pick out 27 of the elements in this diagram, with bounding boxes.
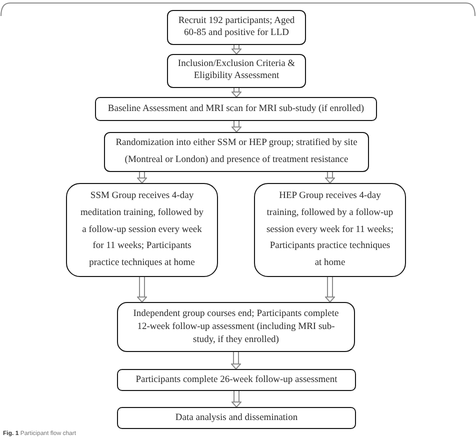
step-text: HEP Group receives 4-day training, followed by a follow-up session every week for 11 weeks; Participants practice techniques at home: [266, 190, 394, 270]
process-box: [167, 54, 306, 88]
step-text: Recruit 192 participants; Aged 60-85 and positive for LLD: [177, 16, 296, 40]
arrow: [137, 277, 147, 302]
process-box: [95, 97, 377, 121]
arrow: [232, 391, 242, 408]
step-text: Independent group courses end; Participants complete 12-week follow-up assessment (including MRI sub-study, if they enrolled): [132, 308, 340, 346]
step-text: Participants complete 26-week follow-up assessment: [134, 374, 338, 386]
step-text: SSM Group receives 4-day meditation training, followed by a follow-up session every week for 11 weeks; Participants practice techniques at home: [80, 190, 204, 270]
arrow: [137, 172, 147, 184]
arrow: [231, 352, 241, 370]
step-text: Inclusion/Exclusion Criteria & Eligibility Assessment: [176, 59, 296, 83]
arrow: [232, 45, 242, 54]
arrow: [325, 172, 335, 184]
process-box: [66, 183, 218, 277]
step-text: Baseline Assessment and MRI scan for MRI sub-study (if enrolled): [106, 103, 366, 115]
arrow: [325, 277, 335, 302]
process-box: [117, 302, 355, 352]
arrow: [232, 88, 242, 98]
process-box: [167, 10, 306, 45]
process-box: [117, 407, 356, 429]
process-box: [104, 132, 369, 172]
arrow: [232, 121, 242, 132]
step-text: Data analysis and dissemination: [174, 412, 299, 424]
process-box: [254, 183, 406, 277]
step-text: Randomization into either SSM or HEP group; stratified by site (Montreal or London) and presence of treatment resistance: [114, 137, 358, 167]
process-box: [117, 369, 356, 391]
